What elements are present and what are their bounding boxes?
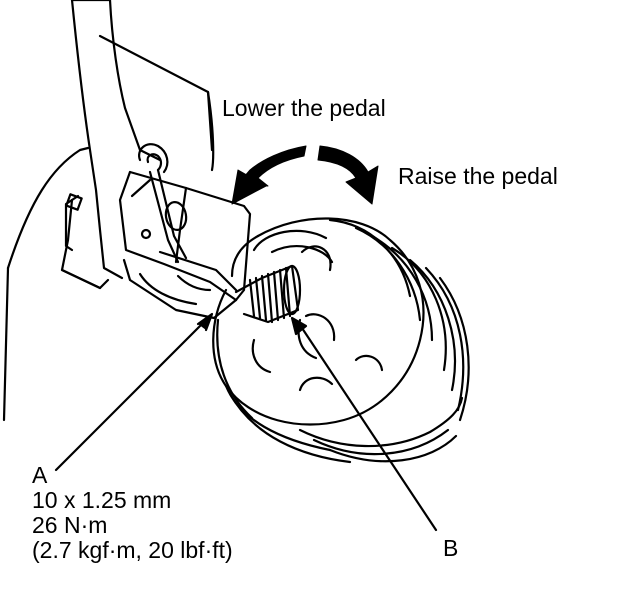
- clevis-bracket: [118, 170, 252, 320]
- raise-pedal-arrow: [317, 145, 379, 205]
- pedal-mount-block: [60, 193, 110, 290]
- thread-spec: 10 x 1.25 mm: [32, 487, 172, 513]
- lower-pedal-arrow: [231, 145, 307, 205]
- callout-a-label: A: [32, 462, 48, 488]
- brake-light-switch-body: [212, 217, 470, 464]
- torque-spec-nm: 26 N·m: [32, 512, 108, 538]
- raise-pedal-label: Raise the pedal: [398, 163, 558, 189]
- callout-a-leader-tip: [196, 312, 214, 332]
- callout-b-leader-tip: [290, 316, 308, 336]
- callout-a-leader: [54, 316, 210, 472]
- retaining-clip: [130, 143, 188, 264]
- callout-b-leader: [296, 320, 438, 532]
- bracket-outline: [6, 146, 90, 270]
- bracket-lower-edge: [2, 266, 10, 422]
- callout-b-label: B: [443, 535, 459, 561]
- torque-spec-alt: (2.7 kgf·m, 20 lbf·ft): [32, 537, 233, 563]
- lower-pedal-label: Lower the pedal: [222, 95, 386, 121]
- switch-threaded-shaft: [234, 264, 302, 324]
